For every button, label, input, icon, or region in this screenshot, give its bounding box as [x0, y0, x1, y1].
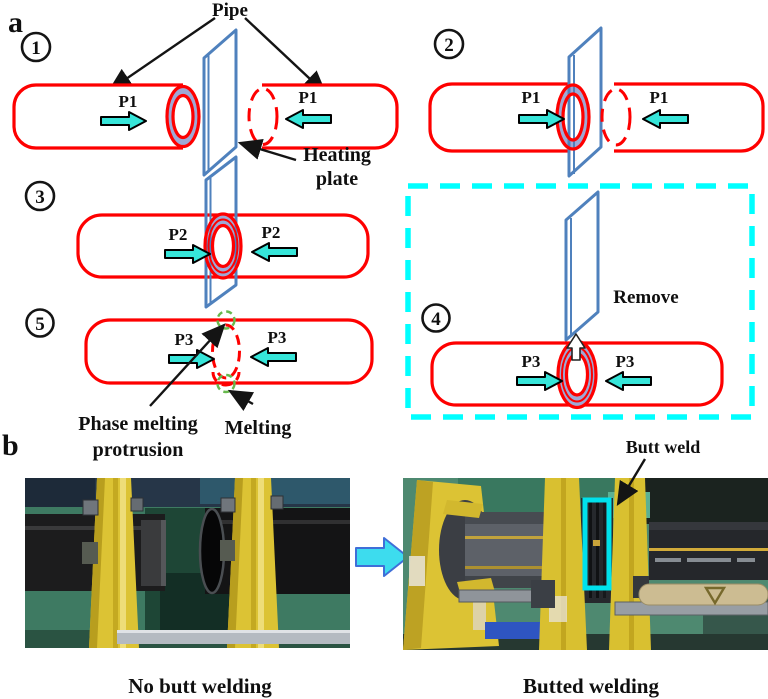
clamp-arm-top [443, 500, 483, 518]
heating-plate-label-line2: plate [316, 168, 358, 190]
step-5-badge [25, 308, 55, 338]
heating-plate-arrow [237, 138, 297, 162]
heating-plate-label-line1: Heating [303, 144, 371, 166]
rail-top [117, 630, 350, 633]
step-2-badge [433, 28, 465, 60]
caption-butted-welding: Butted welding [523, 674, 659, 698]
step-1-badge [20, 31, 52, 63]
clamp-mid-right [609, 478, 651, 650]
step-1: 1 P1 P1 [12, 28, 399, 177]
photo-no-butt-welding [25, 478, 350, 648]
step-5-pipe [84, 318, 374, 385]
step-3-ring-inner-outline [210, 223, 236, 269]
clamp-mid-left [539, 478, 587, 650]
step-4: 4 Remove P3 P3 [405, 183, 755, 420]
step-4-heating-plate [564, 190, 600, 342]
step-5-p-left: P3 [175, 330, 194, 349]
pipe-arrow-left [108, 17, 216, 92]
step-4-joint-core [566, 354, 588, 395]
step-4-p-left: P3 [522, 352, 541, 371]
step-5-p-right: P3 [268, 328, 287, 347]
step-5-number: 5 [35, 314, 45, 335]
step-2-left-pipe [428, 82, 570, 153]
joined-pipe-right [649, 522, 768, 580]
step-1-p-left: P1 [119, 92, 138, 111]
step-1-pipe-end-core [173, 95, 193, 138]
step-4-number: 4 [431, 309, 441, 330]
step-5: 5 P3 P3 [25, 308, 374, 394]
step-2-p-left: P1 [522, 88, 541, 107]
step-5-protrusion-bottom [216, 373, 236, 394]
step-5-protrusion-top [216, 310, 236, 330]
pipe-arrow-right [244, 17, 327, 95]
pipe-label: Pipe [212, 0, 248, 21]
tan-cylinder [638, 583, 768, 606]
step-3-heating-plate [204, 155, 238, 309]
clamp-left [82, 478, 144, 648]
melting-arrow [227, 389, 255, 412]
phase-melting-label-line1: Phase melting [78, 413, 197, 435]
remove-label: Remove [613, 287, 678, 308]
phase-melting-arrow [149, 323, 226, 407]
machine-rail [117, 633, 350, 644]
step-4-badge [421, 303, 451, 333]
step-5-melting-zone [211, 323, 241, 380]
step-2: 2 P1 P1 [428, 26, 765, 178]
machine-dark-corner [643, 478, 768, 524]
caption-no-butt-welding: No butt welding [128, 674, 272, 698]
step-2-number: 2 [444, 35, 454, 56]
step-1-heating-plate [202, 28, 238, 177]
step-3-number: 3 [35, 187, 45, 208]
step-3-badge [24, 180, 56, 212]
blue-strip [485, 622, 543, 639]
step-1-ring-inner-outline [171, 93, 195, 140]
clamp-right [220, 478, 284, 648]
step-3-ring-mid-outline [207, 218, 239, 274]
right-pipe-highlight [205, 520, 350, 524]
melting-label: Melting [225, 417, 292, 439]
step-4-p-right: P3 [616, 352, 635, 371]
photo-butted-welding [403, 478, 768, 650]
transition-arrow-icon [355, 537, 409, 577]
bolt-block-left [531, 580, 555, 608]
step-1-ring-outline [165, 84, 201, 149]
step-2-ring-inner-outline [561, 92, 585, 142]
butt-weld-label: Butt weld [626, 437, 701, 457]
step-3-joint-core [212, 225, 234, 267]
step-3-p-left: P2 [169, 225, 188, 244]
step-1-number: 1 [31, 38, 41, 59]
step-1-p-right: P1 [299, 88, 318, 107]
weld-highlight-box [582, 497, 612, 591]
step-4-dashed-box [405, 183, 755, 420]
step-3: 3 P2 P2 [24, 155, 370, 309]
step-5-melting-drip [211, 371, 241, 387]
step-2-p-right: P1 [650, 88, 669, 107]
phase-melting-label-line2: protrusion [93, 439, 184, 461]
step-4-remove-arrow-icon [566, 333, 586, 361]
step-1-left-pipe [12, 83, 183, 150]
step-2-open-end [600, 87, 632, 147]
panel-a-label: a [8, 6, 23, 39]
left-pipe-end-edge [161, 520, 166, 586]
butt-weld-arrow [616, 458, 647, 507]
step-3-p-right: P2 [262, 223, 281, 242]
step-3-ring-outline [203, 212, 243, 280]
panel-b-label: b [2, 429, 19, 462]
